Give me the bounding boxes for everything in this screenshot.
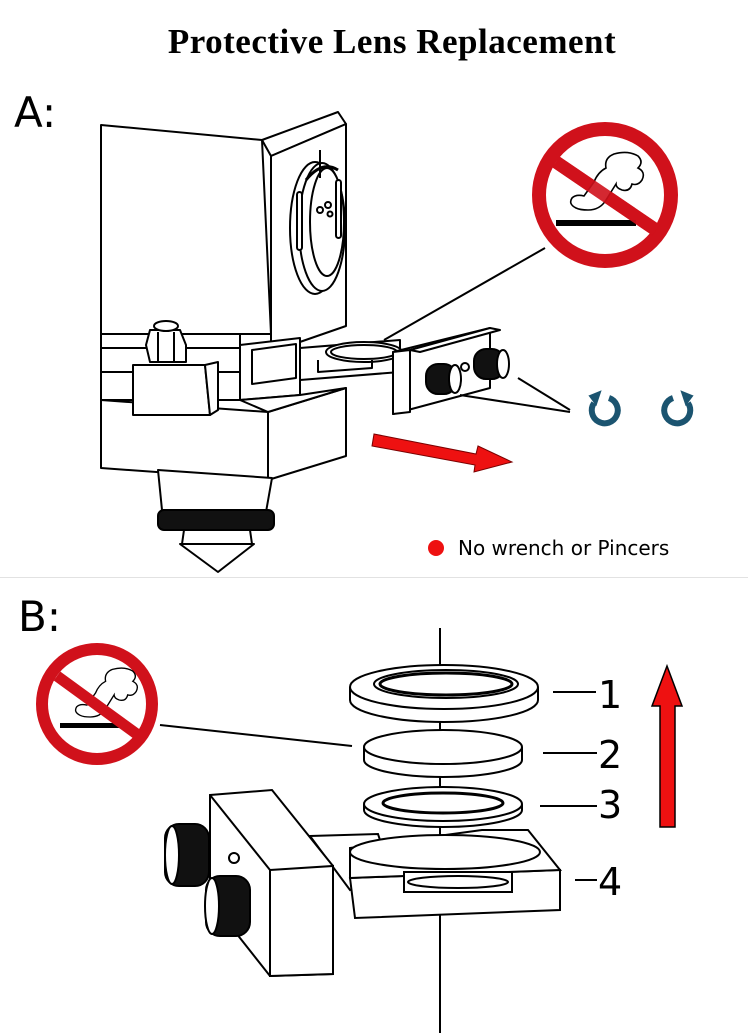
gas-fitting-block [132,364,211,416]
part-3-seal-ring [363,786,523,828]
surface-bar [556,220,636,226]
laser-head-drawing [100,111,510,573]
dial-slot-right [335,179,342,239]
dial-slot-left [296,191,303,251]
part-number-3: 3 [598,783,622,827]
nozzle-neck [181,529,253,545]
gas-fitting-nut [145,329,187,363]
red-bullet-icon [428,540,444,556]
head-body-front [100,124,272,335]
holder-screw-hole [228,852,240,864]
lift-up-arrow [650,663,684,828]
nozzle-tip [179,543,255,573]
exploded-parts [164,664,563,978]
part-4-lens-holder [209,788,563,978]
surface-bar [60,723,124,728]
section-a-label: A: [14,88,57,137]
nozzle-body [157,469,273,513]
clockwise-rotate-icon [661,390,694,427]
part-2-protective-lens [363,729,523,778]
section-divider [0,577,748,578]
warning-note: No wrench or Pincers [428,536,669,560]
part-callouts [540,691,597,881]
dial-screw [324,201,332,209]
no-touch-sign-b [36,643,158,765]
page-title: Protective Lens Replacement [167,22,617,61]
nozzle-knurled-ring [157,509,275,531]
leader-line-rotate [459,394,571,413]
no-touch-sign-a [532,122,678,268]
part-1-retaining-ring [349,664,539,723]
counterclockwise-rotate-icon [588,390,621,427]
dial-scale [304,165,339,181]
dial-screw [316,206,324,214]
part-number-2: 2 [598,733,622,777]
drawer-screw-hole [460,362,470,372]
leader-line-sign-a [383,247,546,341]
prohibition-slash [53,671,142,740]
part-number-1: 1 [598,673,622,717]
warning-note-text: No wrench or Pincers [458,536,670,560]
section-b-label: B: [18,592,61,641]
lower-block-top [239,387,347,413]
leader-line-rotate [517,377,571,411]
dial-screw [326,210,334,218]
leader-line-sign-b [159,724,353,747]
part-number-4: 4 [598,860,622,904]
pull-out-arrow [371,433,514,473]
